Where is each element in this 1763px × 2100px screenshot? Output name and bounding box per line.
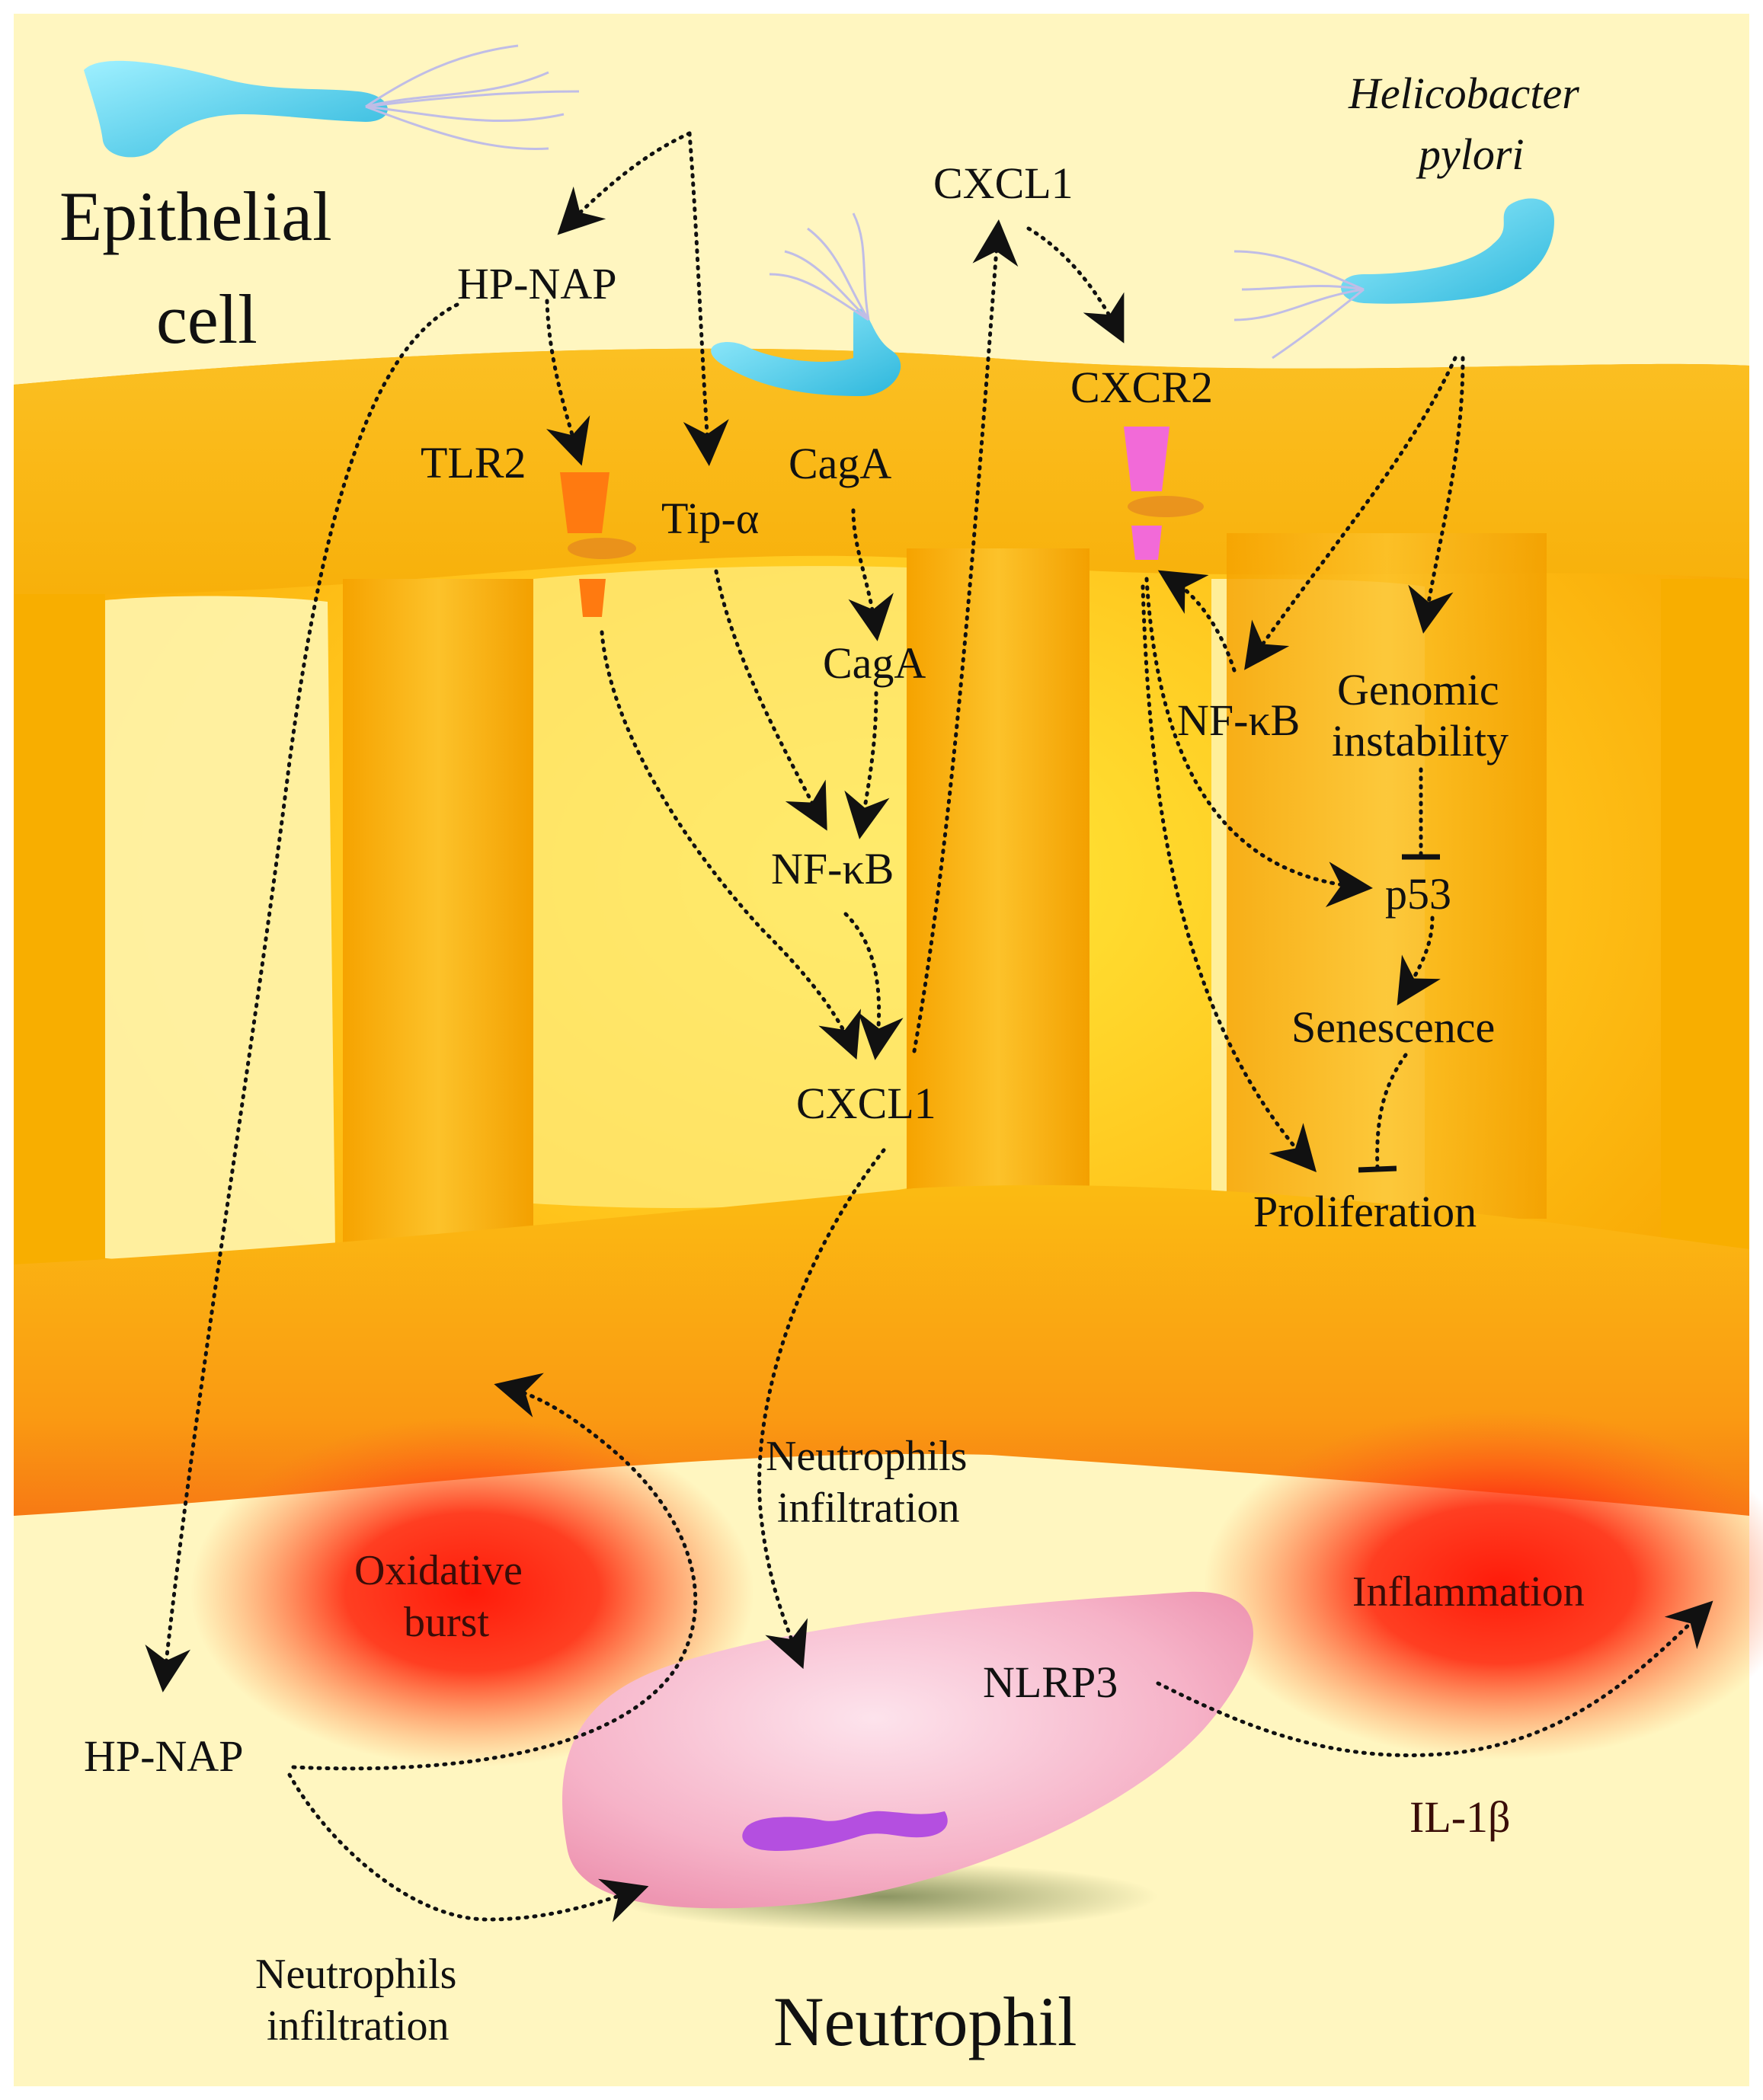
neutrophils-infiltration-center-line1: Neutrophils — [766, 1433, 967, 1480]
epithelial-cell-label-line2: cell — [156, 280, 258, 358]
tip-alpha-label: Tip-α — [661, 494, 759, 543]
epithelial-cells — [14, 348, 1749, 1517]
neutrophil-label: Neutrophil — [773, 1983, 1077, 2060]
arrow-bacterium-to-tip-alpha — [683, 131, 729, 466]
cell-pillar — [907, 548, 1089, 1234]
bacterium-name-line1: Helicobacter — [1348, 69, 1579, 118]
neutrophil-nucleus — [742, 1811, 948, 1851]
inhibit-senescence-proliferation — [1358, 1053, 1408, 1173]
neutrophils-infiltration-bottom-line2: infiltration — [267, 2003, 450, 2050]
genomic-instability-label-line1: Genomic — [1337, 665, 1499, 714]
p53-label: p53 — [1385, 869, 1451, 919]
cxcl1-center-label: CXCL1 — [796, 1079, 936, 1128]
arrow-hpnap-to-bottom-hpnap — [145, 302, 459, 1692]
intercellular-gap — [533, 566, 907, 1208]
bacterium-top — [84, 44, 580, 158]
bacterium-flagella — [769, 213, 870, 321]
arrow-p53-to-senescence — [1397, 916, 1441, 1006]
bacterium-flagella — [1233, 250, 1365, 360]
arrow-hpnap-to-neutrophil-infiltration — [287, 1772, 649, 1923]
tlr2-label: TLR2 — [421, 438, 526, 487]
hpnap-bottom-label: HP-NAP — [84, 1731, 244, 1781]
bacterium-name-line2: pylori — [1416, 129, 1525, 179]
cell-pillar — [14, 594, 105, 1280]
arrow-nfkb-to-cxcr2 — [1157, 570, 1237, 673]
caga-membrane-label: CagA — [789, 439, 891, 488]
arrow-hpnap-to-tlr2 — [545, 299, 590, 466]
arrow-cxcr2-to-p53 — [1144, 577, 1373, 908]
proliferation-label: Proliferation — [1253, 1187, 1477, 1236]
neutrophils-infiltration-center-line2: infiltration — [777, 1485, 960, 1532]
oxidative-burst-glow — [190, 1417, 754, 1767]
genomic-instability-label-line2: instability — [1332, 716, 1509, 766]
intercellular-gap — [91, 596, 335, 1262]
oxidative-burst-label-line2: burst — [404, 1599, 489, 1646]
cxcr2-label: CXCR2 — [1070, 363, 1213, 412]
arrow-cxcl1-to-neutrophil — [757, 1148, 886, 1670]
arrow-bacterium-to-genomic-instability — [1408, 356, 1465, 634]
cell-pillar — [343, 579, 533, 1280]
arrow-bacterium-to-nfkb — [1244, 356, 1457, 670]
nfkb-right-label: NF-κB — [1177, 695, 1300, 745]
arrow-nlrp3-to-inflammation — [1156, 1600, 1713, 1757]
epithelial-cell-label-line1: Epithelial — [59, 177, 332, 255]
arrow-nfkb-to-cxcl1 — [843, 912, 904, 1060]
cxcr2-receptor — [1124, 427, 1204, 560]
tlr2-receptor — [560, 472, 636, 617]
arrow-caga-to-nfkb — [844, 691, 890, 839]
bacterium-flagella — [365, 44, 580, 151]
cell-pillar — [1661, 579, 1749, 1264]
inflammation-label: Inflammation — [1352, 1568, 1585, 1616]
caga-cytoplasm-label: CagA — [823, 638, 926, 688]
neutrophil-cell — [562, 1591, 1253, 1931]
arrow-cxcr2-to-proliferation — [1141, 584, 1317, 1172]
labels: Epithelial cell Neutrophil Helicobacter … — [59, 69, 1585, 2060]
inflammation-glow — [1204, 1409, 1763, 1760]
arrow-bacterium-to-hpnap — [557, 131, 692, 235]
cxcl1-top-label: CXCL1 — [933, 158, 1073, 208]
neutrophils-infiltration-bottom-line1: Neutrophils — [255, 1951, 456, 1998]
pathway-arrows — [145, 131, 1713, 1923]
arrow-hpnap-to-oxidative-burst — [291, 1373, 698, 1771]
bacterium-right — [1233, 198, 1554, 360]
nfkb-center-label: NF-κB — [771, 844, 894, 893]
nlrp3-label: NLRP3 — [983, 1657, 1118, 1707]
arrow-cxcl1-to-cxcr2 — [1026, 226, 1125, 344]
bacterium-middle — [711, 213, 901, 396]
hpnap-top-label: HP-NAP — [457, 259, 617, 308]
arrow-cxcl1-to-cxcl1-top — [912, 219, 1019, 1053]
il1b-label: IL-1β — [1409, 1792, 1511, 1842]
senescence-label: Senescence — [1291, 1002, 1495, 1052]
arrow-tlr2-to-cxcl1 — [600, 630, 862, 1060]
oxidative-burst-label-line1: Oxidative — [354, 1547, 523, 1594]
